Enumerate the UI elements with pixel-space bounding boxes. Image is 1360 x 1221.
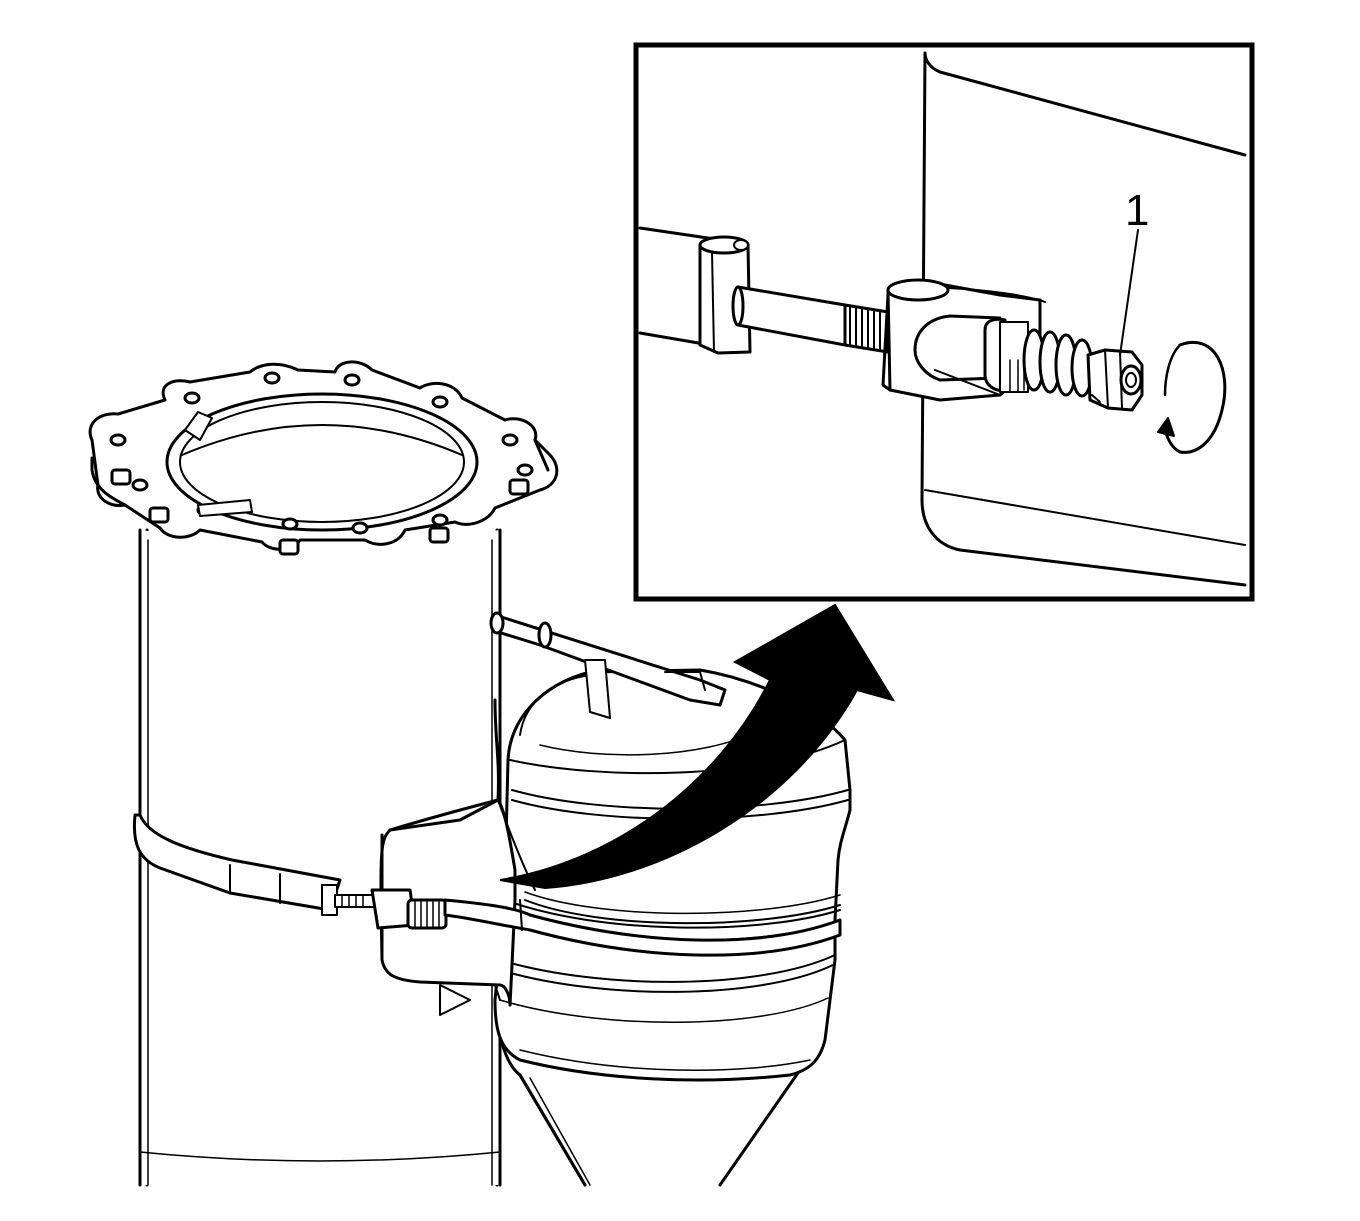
sensor-tube	[489, 611, 727, 719]
callout-leader-line	[1119, 229, 1139, 356]
inset-spring	[983, 317, 1094, 398]
inset-detail: 1	[633, 42, 1255, 602]
inset-trunnion	[881, 278, 1046, 402]
inset-canister-edge	[920, 51, 1247, 587]
inset-bolt-shaft	[731, 285, 890, 354]
inset-band-strap	[638, 226, 752, 355]
flange	[88, 360, 559, 556]
band-clamp	[132, 813, 842, 957]
rotation-direction-arrow	[499, 603, 896, 890]
inset-rotation-symbol	[1157, 341, 1227, 454]
callout-label-1: 1	[1125, 186, 1149, 235]
inset-nut	[1086, 348, 1144, 412]
